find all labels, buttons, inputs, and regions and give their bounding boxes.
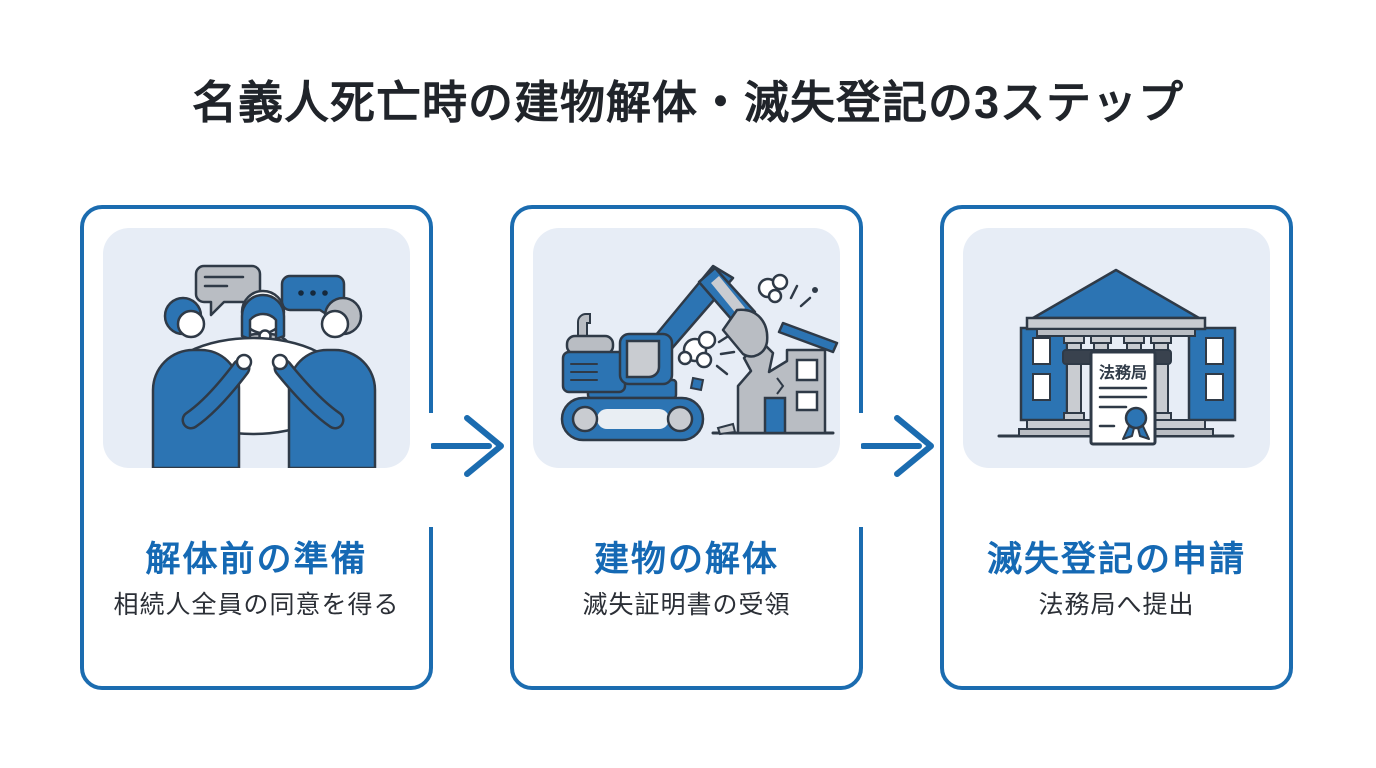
right-arrow-icon (431, 415, 504, 477)
person-right (271, 296, 377, 468)
step-3-illustration-panel: 法務局 (963, 228, 1270, 468)
speech-bubble-gray-icon (194, 264, 262, 317)
person-left (151, 296, 253, 468)
certificate-document: 法務局 (1062, 349, 1172, 446)
certificate-label: 法務局 (1099, 363, 1147, 382)
step-1-heading: 解体前の準備 (145, 540, 368, 579)
page-title: 名義人死亡時の建物解体・滅失登記の3ステップ (191, 77, 1185, 128)
excavator (560, 264, 769, 442)
step-3-heading: 滅失登記の申請 (986, 540, 1246, 579)
step-2-heading: 建物の解体 (593, 540, 779, 579)
step-card-1: 解体前の準備 相続人全員の同意を得る (80, 205, 433, 690)
broken-house (711, 321, 839, 436)
border-gap-1 (425, 413, 441, 527)
step-card-3: 法務局 滅失登記の申請 法務局へ提出 (940, 205, 1293, 690)
step-1-description: 相続人全員の同意を得る (113, 591, 400, 619)
step-2-description: 滅失証明書の受領 (582, 591, 791, 619)
step-card-2: 建物の解体 滅失証明書の受領 (510, 205, 863, 690)
steps-container: 解体前の準備 相続人全員の同意を得る (80, 205, 1293, 690)
government-building-illustration: 法務局 (997, 268, 1237, 446)
border-gap-2 (855, 413, 871, 527)
dust-cloud (677, 273, 818, 392)
excavator-demolition-illustration (560, 264, 839, 442)
step-3-description: 法務局へ提出 (1038, 591, 1195, 619)
right-arrow-icon (861, 415, 934, 477)
step-2-illustration-panel (533, 228, 840, 468)
step-1-illustration-panel (103, 228, 410, 468)
meeting-discussion-illustration (151, 264, 377, 468)
